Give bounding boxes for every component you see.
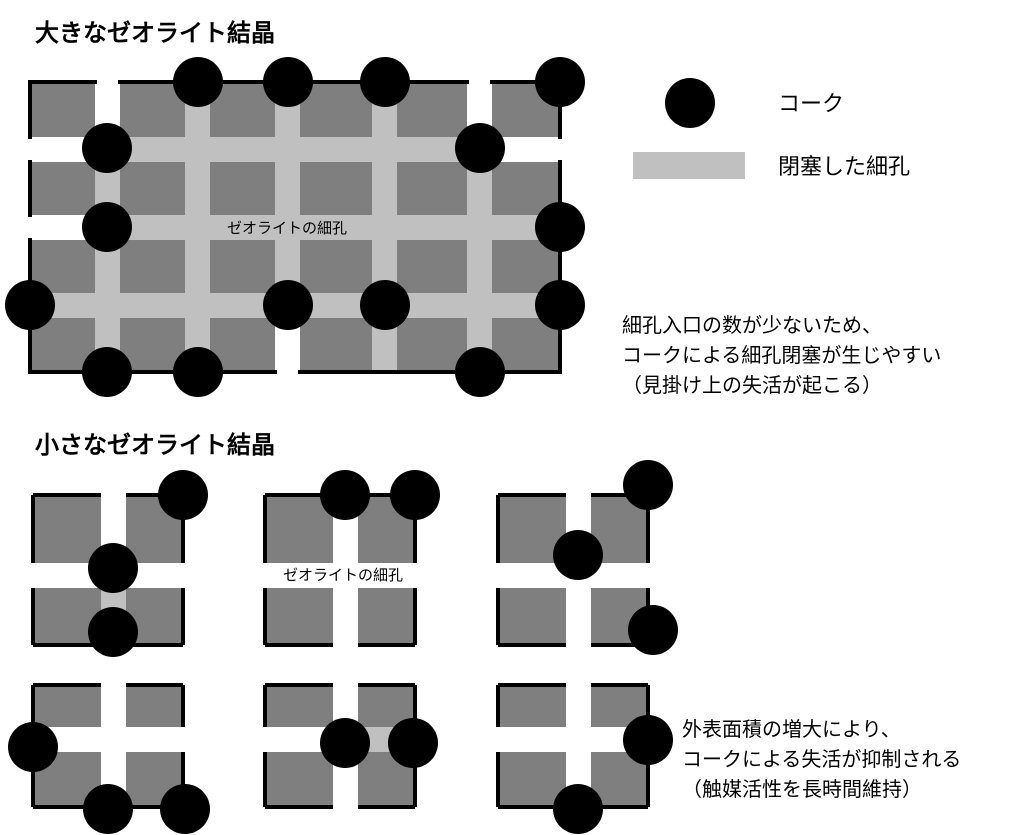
coke-legend-icon xyxy=(665,78,715,128)
note-line: 外表面積の増大により、 xyxy=(682,717,901,741)
legend: コーク 閉塞した細孔 xyxy=(633,78,910,180)
coke-legend-label: コーク xyxy=(778,92,844,117)
coke-particle xyxy=(360,57,410,107)
note-line: （触媒活性を長時間維持） xyxy=(682,777,922,801)
note-line: コークによる失活が抑制される xyxy=(682,747,961,771)
coke-particle xyxy=(535,57,585,107)
coke-particle xyxy=(455,123,505,173)
coke-particle xyxy=(82,202,132,252)
large-coke-particles xyxy=(5,57,585,397)
coke-particle xyxy=(82,123,132,173)
coke-particle xyxy=(553,530,603,580)
small-crystal: ゼオライトの細孔 xyxy=(263,470,440,647)
coke-particle xyxy=(263,57,313,107)
coke-particle xyxy=(160,784,210,834)
note-line: （見掛け上の失活が起こる） xyxy=(622,373,882,397)
coke-particle xyxy=(623,715,673,765)
coke-particle xyxy=(360,280,410,330)
coke-particle xyxy=(623,460,673,510)
blocked-pore-column xyxy=(185,82,210,372)
coke-particle xyxy=(263,280,313,330)
zeolite-pore-label: ゼオライトの細孔 xyxy=(283,566,403,584)
small-crystal xyxy=(263,683,438,809)
coke-particle xyxy=(173,347,223,397)
zeolite-pore-label: ゼオライトの細孔 xyxy=(227,219,347,237)
coke-particle xyxy=(8,722,58,772)
coke-particle xyxy=(390,470,440,520)
coke-particle xyxy=(158,470,208,520)
inner-label-bg xyxy=(218,218,356,238)
blocked-pore-legend-swatch xyxy=(633,152,745,179)
coke-particle xyxy=(388,718,438,768)
note-line: 細孔入口の数が少ないため、 xyxy=(622,313,882,337)
small-crystal xyxy=(496,683,673,834)
coke-particle xyxy=(320,718,370,768)
blocked-pore-legend-label: 閉塞した細孔 xyxy=(778,155,910,180)
small-crystal-title: 小さなゼオライト結晶 xyxy=(35,431,275,459)
coke-particle xyxy=(535,280,585,330)
small-crystal xyxy=(31,470,208,657)
coke-particle xyxy=(320,470,370,520)
coke-particle xyxy=(88,607,138,657)
coke-particle xyxy=(553,784,603,834)
small-crystal xyxy=(8,683,210,834)
coke-particle xyxy=(173,57,223,107)
coke-particle xyxy=(5,280,55,330)
large-crystal: ゼオライトの細孔 xyxy=(5,57,585,397)
small-crystal-note: 外表面積の増大により、 コークによる失活が抑制される （触媒活性を長時間維持） xyxy=(682,717,961,801)
large-crystal-note: 細孔入口の数が少ないため、 コークによる細孔閉塞が生じやすい （見掛け上の失活が… xyxy=(622,313,941,397)
coke-particle xyxy=(455,347,505,397)
coke-particle xyxy=(83,784,133,834)
note-line: コークによる細孔閉塞が生じやすい xyxy=(622,343,941,367)
small-crystal xyxy=(496,460,678,655)
coke-particle xyxy=(628,605,678,655)
coke-particle xyxy=(82,347,132,397)
coke-particle xyxy=(88,543,138,593)
coke-particle xyxy=(535,202,585,252)
large-crystal-title: 大きなゼオライト結晶 xyxy=(35,19,275,47)
